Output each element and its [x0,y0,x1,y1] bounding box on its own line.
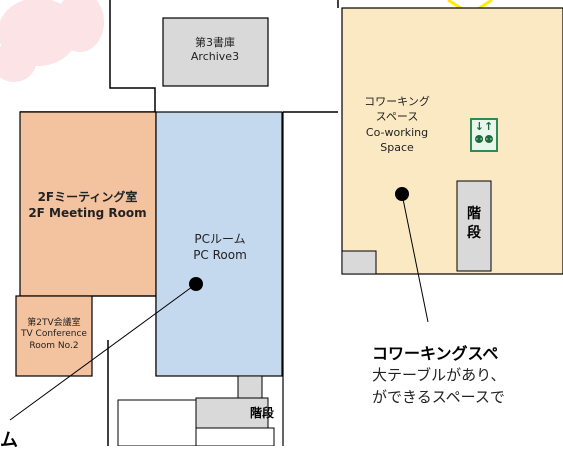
stairs-v-1: 階 [467,206,481,222]
pc-ja: PCルーム [194,232,246,246]
label-archive3: 第3書庫 Archive3 [165,36,265,65]
room-meeting-2f [19,111,157,297]
label-meeting-2f: 2Fミーティング室 2F Meeting Room [20,190,155,221]
elevator-arrows: ↓↑ [474,120,494,133]
tv-en-1: TV Conference [21,329,87,340]
coworking-en-1: Co-working [365,125,429,139]
pointer-line-pc [9,283,197,421]
meeting-en: 2F Meeting Room [28,205,147,220]
stairs-v-2: 段 [467,224,481,241]
coworking-notch [341,250,377,275]
callout-desc-1: 大テーブルがあり、 [372,366,506,385]
decorative-petals [0,0,104,82]
label-coworking: コワーキング スペース Co-working Space [342,94,452,156]
room-pc [155,111,283,377]
callout-desc-2: ができるスペースで [372,387,505,406]
stairs-horizontal [195,397,269,429]
room-tv-conference [15,295,93,377]
pointer-line-coworking [401,193,429,323]
tv-en-2: Room No.2 [29,340,79,351]
room-archive3 [162,17,269,87]
label-stairs-vertical: 階 段 [457,205,491,243]
lower-room-left [117,399,197,446]
pointers [9,187,429,421]
archive3-ja: 第3書庫 [195,36,235,49]
tv-ja: 第2TV会議室 [27,318,81,328]
room-coworking [341,7,563,275]
label-pc-room: PCルーム PC Room [158,232,282,263]
meeting-ja: 2Fミーティング室 [37,190,138,204]
elevator-icon: ↓↑ ⚉⚉ [470,118,498,152]
coworking-en-2: Space [380,141,414,155]
callout-pc-fragment: ム [0,430,18,451]
stairs-vertical [456,180,492,272]
callout-title: コワーキングスペ [372,344,499,363]
callout-coworking: コワーキングスペ 大テーブルがあり、 ができるスペースで [372,342,506,409]
label-tv-conference: 第2TV会議室 TV Conference Room No.2 [18,318,90,352]
coworking-ja-1: コワーキング [364,95,430,108]
pc-en: PC Room [193,247,247,262]
coworking-ja-2: スペース [375,110,419,124]
archive3-en: Archive3 [190,50,240,64]
stairs-lower-box [195,427,275,446]
elevator-people: ⚉⚉ [474,133,494,146]
label-stairs-horizontal: 階段 [249,406,274,420]
